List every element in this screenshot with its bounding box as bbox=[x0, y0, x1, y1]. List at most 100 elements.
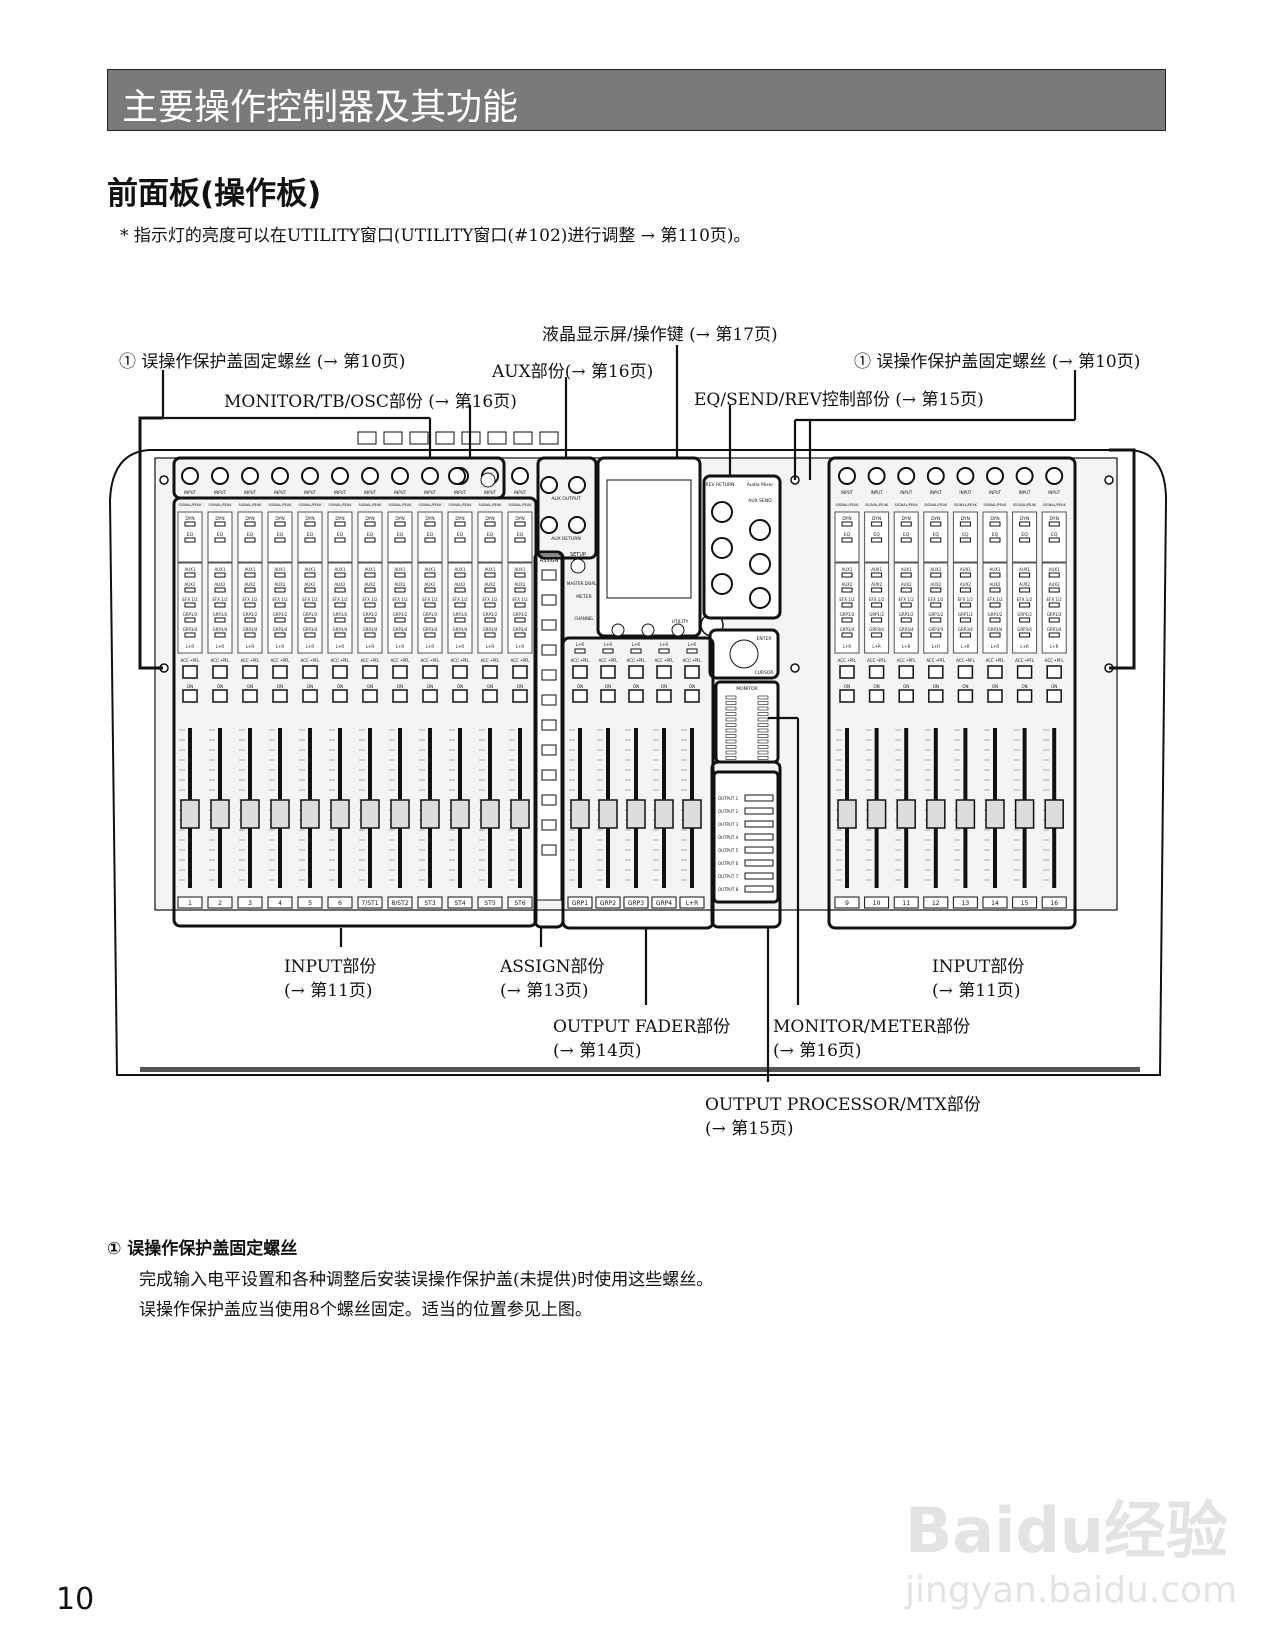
assign-button bbox=[541, 619, 557, 631]
strip-label: DYN bbox=[485, 516, 494, 522]
strip-label: L+R bbox=[632, 642, 641, 647]
strip-label: ACC •PFL bbox=[683, 658, 703, 663]
on-button bbox=[987, 689, 1003, 703]
lcd-screen bbox=[606, 479, 692, 599]
strip-label: AUX2 bbox=[485, 582, 496, 587]
channel-number: 5 bbox=[308, 900, 312, 907]
led bbox=[484, 632, 496, 638]
led bbox=[454, 632, 466, 638]
strip-label: ON bbox=[1022, 684, 1028, 689]
led bbox=[394, 632, 406, 638]
output-button bbox=[744, 885, 774, 893]
strip-label: AUX1 bbox=[871, 567, 882, 572]
aux-grp-section bbox=[507, 562, 533, 654]
strip-label: L+R bbox=[396, 644, 405, 649]
aux-grp-section bbox=[982, 562, 1008, 654]
panel-label: AUX RETURN bbox=[551, 536, 580, 542]
strip-label: DYN bbox=[395, 516, 404, 522]
channel-number: L+R bbox=[686, 900, 699, 907]
dyn-eq-section bbox=[507, 511, 533, 563]
pfl-button bbox=[684, 665, 700, 679]
strip-label: DYN bbox=[185, 516, 194, 522]
led bbox=[871, 632, 883, 638]
dyn-eq-section bbox=[327, 511, 353, 563]
strip-label: GRP3/4 bbox=[1047, 627, 1062, 632]
strip-label: ON bbox=[217, 684, 223, 689]
led bbox=[1019, 572, 1031, 578]
dyn-eq-section bbox=[387, 511, 413, 563]
aux-grp-section bbox=[387, 562, 413, 654]
led bbox=[514, 617, 526, 623]
connector bbox=[487, 431, 507, 445]
led bbox=[900, 632, 912, 638]
strip-label: INPUT bbox=[424, 490, 437, 495]
strip-label: GRP3/4 bbox=[899, 627, 914, 632]
screw-bracket-left bbox=[138, 416, 163, 670]
callout-input-left-ref: (→ 第11页) bbox=[284, 981, 373, 1001]
led bbox=[900, 587, 912, 593]
channel-number: 2 bbox=[218, 900, 222, 907]
on-button bbox=[572, 689, 588, 703]
dyn-eq-section bbox=[237, 511, 263, 563]
panel-label: ENTER bbox=[757, 636, 772, 642]
channel-number-box bbox=[567, 896, 593, 909]
meter-led bbox=[725, 712, 737, 716]
led bbox=[424, 537, 436, 543]
strip-label: L+R bbox=[276, 644, 285, 649]
connector bbox=[357, 431, 377, 445]
channel-number: 16 bbox=[1050, 900, 1058, 907]
led bbox=[244, 632, 256, 638]
meter-led bbox=[725, 717, 737, 722]
led bbox=[424, 602, 436, 608]
pfl-button bbox=[242, 665, 258, 679]
strip-label: L+R bbox=[1020, 644, 1029, 649]
on-button bbox=[684, 689, 700, 703]
strip-label: INPUT bbox=[274, 490, 287, 495]
meter-led bbox=[757, 728, 769, 733]
dyn-eq-section bbox=[177, 511, 203, 563]
strip-label: ON bbox=[577, 684, 583, 689]
channel-number-box bbox=[982, 896, 1008, 909]
dyn-eq-section bbox=[834, 511, 860, 563]
led bbox=[871, 617, 883, 623]
strip-label: AUX1 bbox=[960, 567, 971, 572]
led bbox=[244, 602, 256, 608]
strip-label: GRP3/4 bbox=[869, 627, 884, 632]
strip-label: ACC •PFL bbox=[181, 658, 201, 663]
pfl-button bbox=[628, 665, 644, 679]
strip-label: GRP1/2 bbox=[928, 612, 943, 617]
strip-label: EQ bbox=[903, 532, 910, 538]
pfl-button bbox=[212, 665, 228, 679]
strip-label: L+R bbox=[456, 644, 465, 649]
strip-label: AUX1 bbox=[485, 567, 496, 572]
callout-output-proc: OUTPUT PROCESSOR/MTX部份 bbox=[705, 1095, 981, 1115]
led bbox=[304, 632, 316, 638]
output-button bbox=[744, 820, 774, 828]
fader-knob bbox=[330, 799, 350, 829]
strip-label: ON bbox=[992, 684, 998, 689]
aux-grp-section bbox=[177, 562, 203, 654]
setup-knob-icon bbox=[570, 558, 586, 574]
cursor-keys-icon bbox=[729, 639, 759, 669]
led bbox=[930, 521, 942, 527]
meter-led bbox=[725, 701, 737, 705]
strip-label: GRP1/2 bbox=[183, 612, 198, 617]
assign-button bbox=[541, 644, 557, 656]
dyn-eq-section bbox=[267, 511, 293, 563]
channel-number-box bbox=[864, 896, 890, 909]
callout-monitor-meter-ref: (→ 第16页) bbox=[773, 1041, 862, 1061]
led bbox=[214, 602, 226, 608]
channel-number: 11 bbox=[902, 900, 910, 907]
strip-label: L+R bbox=[991, 644, 1000, 649]
strip-label: ACC •PFL bbox=[897, 658, 917, 663]
strip-label: SIGNAL/PEAK bbox=[298, 503, 322, 507]
strip-label: GRP3/4 bbox=[273, 627, 288, 632]
led bbox=[184, 587, 196, 593]
strip-label: ACC •PFL bbox=[481, 658, 501, 663]
meter-led bbox=[725, 706, 737, 711]
on-button bbox=[182, 689, 198, 703]
led bbox=[484, 602, 496, 608]
strip-label: GRP3/4 bbox=[988, 627, 1003, 632]
page-heading: 前面板(操作板) bbox=[107, 176, 322, 212]
strip-label: EQ bbox=[427, 532, 434, 538]
